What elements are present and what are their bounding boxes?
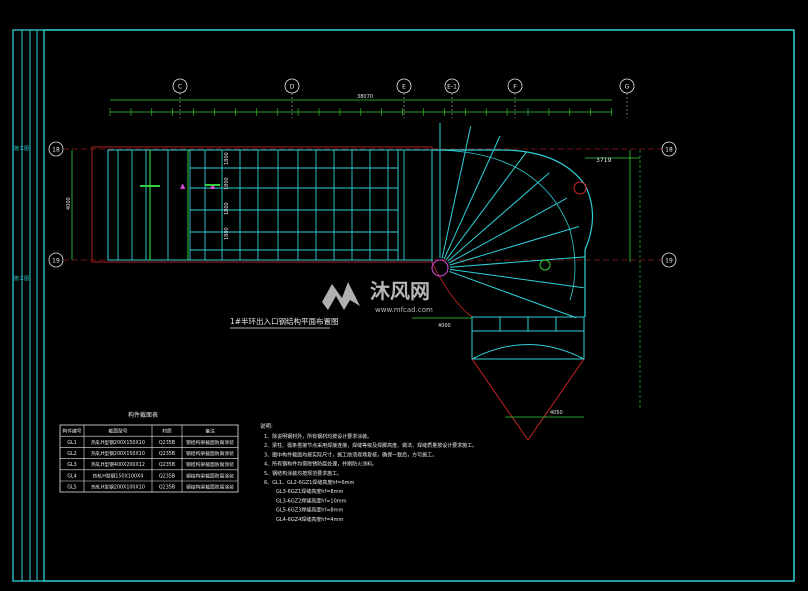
axis-label: 18 — [52, 147, 60, 154]
notes-heading: 说明: — [260, 422, 273, 430]
table-cell: GL3 — [67, 462, 76, 468]
radial-beam — [449, 226, 580, 266]
table-title: 构件截面表 — [128, 411, 158, 419]
axis-label: E-1 — [447, 84, 457, 91]
plan-outline — [91, 146, 433, 263]
note-line: GL4-6GZ4焊缝高度hf=4mm — [276, 516, 343, 523]
axis-label: E — [402, 84, 406, 91]
axis-label: 18 — [665, 147, 673, 154]
notes-block: 1、除说明钢材外，所有钢材均按设计要求涂装。 2、梁柱、檩条搭接节点采用焊接连接，… — [264, 433, 477, 523]
radial-beam — [449, 270, 577, 319]
note-line: GL3-6GZ1焊缝高度hf=8mm — [276, 488, 343, 495]
table-cell: Q235B — [159, 440, 175, 446]
table-cell: 钢结构梁截面防腐涂装 — [186, 461, 234, 468]
radial-beam — [449, 268, 584, 289]
table-cell: Q235B — [159, 485, 175, 491]
table-cell: Q235B — [159, 462, 175, 468]
row-height-dim: 1800 — [224, 152, 230, 165]
watermark: 沐风网 www.mfcad.com — [322, 279, 433, 314]
stair-red-edge — [431, 261, 473, 318]
steel-frame-outline — [107, 149, 399, 261]
table-cell: 热轧H型钢150X100X4 — [93, 472, 144, 479]
column-marker: ▲ — [180, 182, 186, 190]
beam-bay — [397, 149, 433, 261]
radial-beam — [445, 151, 528, 261]
axis-grid-side: 18 19 18 19 — [48, 141, 677, 268]
row-height-dim: 1800 — [224, 227, 230, 240]
axis-label: 19 — [665, 258, 673, 265]
note-line: 2、梁柱、檩条搭接节点采用焊接连接，焊缝等级及焊脚高度、做法、焊缝质量按设计要求… — [264, 442, 477, 449]
note-line: 6、GL1、GL2-6GZ1焊缝高度hf=6mm — [264, 479, 355, 486]
row-height-dim: 1800 — [224, 202, 230, 215]
table-cell: 钢结构梁截面防腐涂装 — [186, 450, 234, 457]
table-cell: GL5 — [67, 485, 76, 491]
bottom-right-dim: 4050 — [550, 410, 563, 416]
row-height-dim: 1800 — [224, 177, 230, 190]
table-cell: 热轧H型钢200X150X10 — [91, 450, 145, 457]
table-header-cell: 材质 — [162, 428, 172, 435]
steel-beam-grid — [117, 149, 433, 261]
axis-grid-top: C D E E-1 F G — [172, 78, 635, 118]
table-cell: 热轧H型钢200X150X10 — [91, 439, 145, 446]
table-cell: Q235B — [159, 451, 175, 457]
watermark-brand: 沐风网 — [370, 279, 430, 303]
right-width-dim: 3719 — [596, 157, 611, 164]
note-line: GL5-6GZ3焊缝高度hf=8mm — [276, 507, 343, 514]
plan-title: 1#半环出入口钢结构平面布置图 — [230, 316, 339, 326]
axis-label: 19 — [52, 258, 60, 265]
table-cell: Q235B — [159, 473, 175, 479]
table-cell: 钢结构梁截面防腐涂装 — [186, 439, 234, 446]
column-marker — [539, 259, 551, 271]
table-cell: 热轧H型钢400X200X12 — [91, 461, 145, 468]
stair-mid-edge — [431, 149, 576, 301]
curved-stair-beams — [431, 123, 594, 319]
landing-arc — [471, 344, 585, 360]
bottom-left-dim: 4000 — [438, 323, 451, 329]
table-cell: GL2 — [67, 451, 76, 457]
radial-beam — [443, 135, 501, 260]
title-block-label: 施工图 — [14, 145, 29, 152]
note-line: 3、图中构件截面均按实际尺寸，施工前须现场复核，确保一致后，方可施工。 — [264, 451, 437, 458]
axis-label: F — [513, 84, 517, 91]
note-line: 4、所有钢构件均需除锈防腐处理，并刷防火涂料。 — [264, 461, 377, 468]
inner-frame — [43, 29, 795, 582]
radial-beam — [441, 126, 472, 259]
title-block-label: 施工图 — [14, 275, 29, 282]
table-header-cell: 截面型号 — [108, 428, 127, 435]
depth-dimension-label: 4000 — [66, 197, 72, 210]
dimension-ticks — [109, 108, 612, 116]
table-header-cell: 备注 — [205, 428, 215, 435]
radial-beam — [447, 172, 550, 262]
table-cell: GL1 — [67, 440, 76, 446]
overall-dimension-label: 38070 — [357, 94, 373, 100]
stair-center-point — [431, 259, 449, 277]
table-cell: 钢结构梁截面防腐涂装 — [186, 484, 234, 491]
radial-beam — [449, 256, 585, 268]
table-cell: 热轧H型钢200X100X10 — [91, 484, 145, 491]
bottom-wedge — [471, 358, 585, 441]
radial-beam — [448, 197, 568, 264]
column-marker — [573, 181, 587, 195]
table-cell: GL4 — [67, 473, 76, 479]
table-header-cell: 构件编号 — [62, 428, 81, 435]
axis-label: G — [625, 84, 630, 91]
watermark-logo — [322, 282, 360, 310]
note-line: GL3-6GZ2焊缝高度hf=10mm — [276, 497, 347, 504]
note-line: 5、钢结构涂装均按规范要求施工。 — [264, 470, 342, 477]
axis-label: C — [178, 84, 182, 91]
note-line: 1、除说明钢材外，所有钢材均按设计要求涂装。 — [264, 433, 372, 440]
watermark-url: www.mfcad.com — [375, 306, 433, 314]
axis-label: D — [290, 84, 295, 91]
table-cell: 钢结构梁截面防腐涂装 — [186, 472, 234, 479]
